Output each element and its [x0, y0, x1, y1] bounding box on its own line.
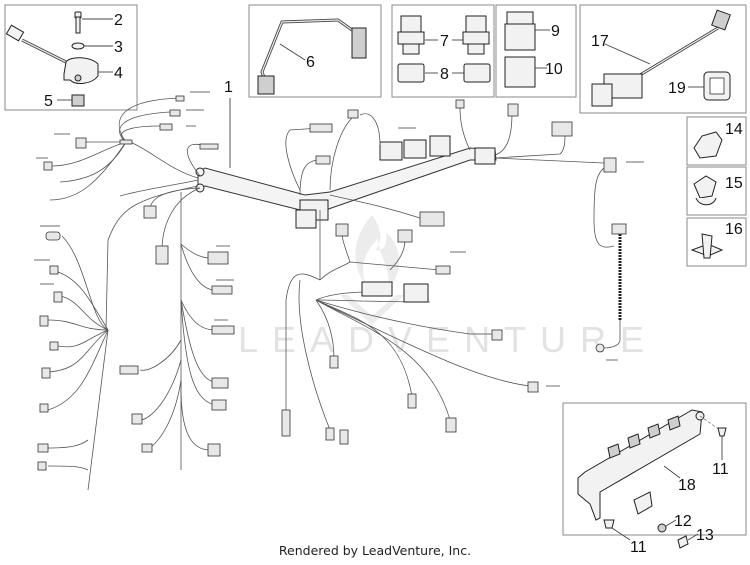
- watermark-chevron-icon: [340, 295, 404, 325]
- callout-10[interactable]: 10: [545, 61, 563, 78]
- callout-2[interactable]: 2: [114, 12, 123, 29]
- callout-15[interactable]: 15: [725, 175, 743, 192]
- callout-5[interactable]: 5: [44, 93, 53, 110]
- callout-17[interactable]: 17: [591, 33, 609, 50]
- inset-bracket: 11 18 11 12 13: [562, 402, 747, 556]
- callout-11-bottom[interactable]: 11: [630, 539, 647, 556]
- callout-16[interactable]: 16: [725, 221, 743, 238]
- inset-relay-covers: 9 10: [495, 4, 577, 98]
- callout-18[interactable]: 18: [678, 477, 696, 494]
- callout-14[interactable]: 14: [725, 121, 743, 138]
- callout-19[interactable]: 19: [668, 80, 686, 97]
- watermark-flame-icon: [355, 215, 400, 290]
- callout-12[interactable]: 12: [674, 513, 692, 530]
- callout-1[interactable]: 1: [224, 79, 233, 96]
- inset-clip-16: 16: [686, 217, 747, 267]
- callout-7[interactable]: 7: [440, 33, 449, 50]
- inset-clip-14: 14: [686, 116, 747, 166]
- inset-switch: 2 3 4 5: [4, 4, 138, 111]
- footer-credit: Rendered by LeadVenture, Inc.: [278, 543, 472, 558]
- callout-13[interactable]: 13: [696, 527, 714, 544]
- callout-6[interactable]: 6: [306, 54, 315, 71]
- watermark: LEADVENTURE: [238, 215, 644, 360]
- inset-harness-jumper: 6: [248, 4, 382, 98]
- wire-branches: [37, 95, 627, 491]
- callout-4[interactable]: 4: [114, 65, 123, 82]
- inset-usb-socket: 17 19: [579, 4, 747, 114]
- inset-relays: 7 8: [391, 4, 495, 98]
- callout-9[interactable]: 9: [551, 23, 560, 40]
- callout-8[interactable]: 8: [440, 66, 449, 83]
- inset-clip-15: 15: [686, 166, 747, 216]
- callout-11-top[interactable]: 11: [712, 461, 729, 478]
- main-harness: 1: [195, 79, 497, 229]
- callout-3[interactable]: 3: [114, 39, 123, 56]
- connector-labels: [34, 91, 644, 387]
